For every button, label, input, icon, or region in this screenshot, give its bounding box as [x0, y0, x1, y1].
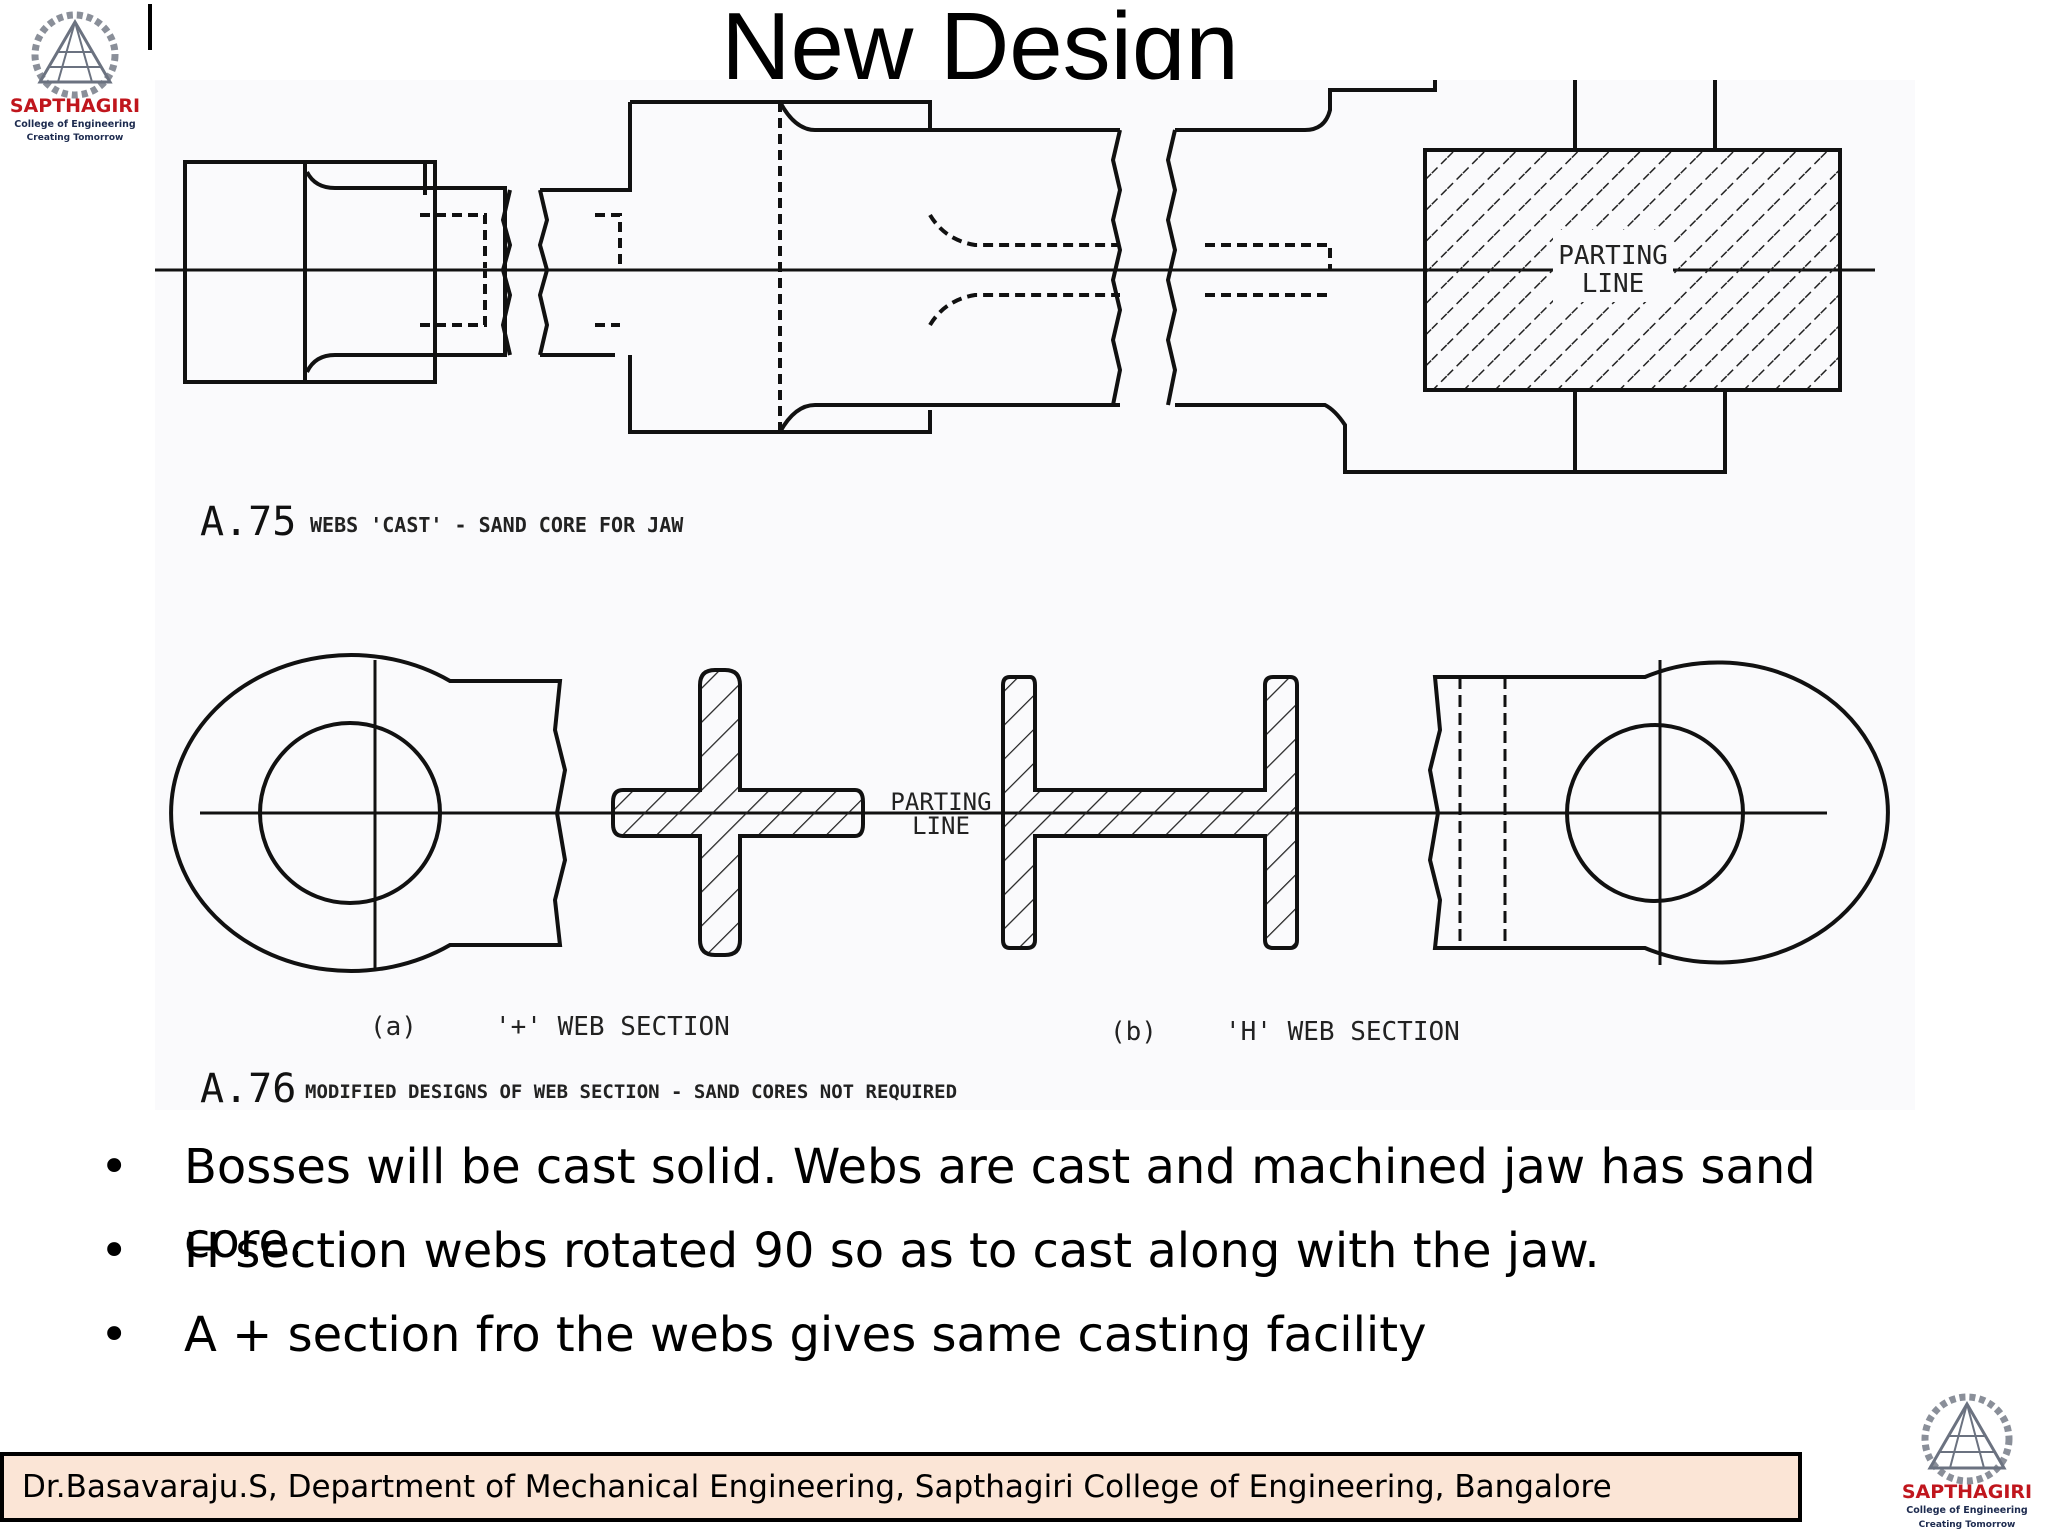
bullet-dot: •: [100, 1307, 129, 1363]
a75-caption-text: WEBS 'CAST' - SAND CORE FOR JAW: [310, 513, 684, 537]
logo-line2: Creating Tomorrow: [27, 133, 124, 143]
bullet-dot: •: [100, 1223, 129, 1279]
logo-line1: College of Engineering: [1906, 1505, 2027, 1516]
figure-a75: PARTING LINE A.75 WEBS 'CAST' - SAND COR…: [155, 80, 1875, 545]
figure-a76: PARTING LINE (a) '+' WEB SECTION (b) 'H'…: [169, 653, 1890, 1110]
a75-caption-number: A.75: [200, 499, 296, 545]
bullet-dot: •: [100, 1139, 129, 1195]
college-logo-bottom: SAPTHAGIRI College of Engineering Creati…: [1902, 1393, 2032, 1530]
a76-parting-line-2: LINE: [912, 812, 970, 840]
label-a: (a): [370, 1012, 417, 1042]
a76-parting-line-1: PARTING: [890, 788, 991, 816]
a75-parting-line-2: LINE: [1582, 269, 1645, 299]
logo-emblem-icon: [1921, 1393, 2013, 1485]
a76-caption-number: A.76: [200, 1066, 296, 1110]
label-b: (b): [1110, 1017, 1157, 1047]
logo-emblem-icon: [31, 11, 119, 99]
footer-bar: Dr.Basavaraju.S, Department of Mechanica…: [0, 1452, 1802, 1522]
engineering-drawing: PARTING LINE A.75 WEBS 'CAST' - SAND COR…: [155, 80, 1915, 1110]
bullet-item: • H section webs rotated 90 so as to cast…: [100, 1214, 1900, 1298]
bullet-item: • Bosses will be cast solid. Webs are cas…: [100, 1130, 1900, 1269]
label-a-text: '+' WEB SECTION: [495, 1012, 730, 1042]
bullet-item: • A + section fro the webs gives same cas…: [100, 1298, 1900, 1382]
bullet-list: • Bosses will be cast solid. Webs are cas…: [100, 1130, 1900, 1382]
logo-line1: College of Engineering: [14, 119, 135, 130]
bullet-text: A + section fro the webs gives same cast…: [184, 1307, 1427, 1363]
bullet-text: Bosses will be cast solid. Webs are cast…: [184, 1139, 1816, 1269]
footer-text: Dr.Basavaraju.S, Department of Mechanica…: [22, 1469, 1612, 1505]
logo-name: SAPTHAGIRI: [1902, 1481, 2032, 1503]
college-logo-top: SAPTHAGIRI College of Engineering Creati…: [10, 11, 140, 143]
corner-mark: [148, 4, 152, 50]
logo-name: SAPTHAGIRI: [10, 95, 140, 117]
label-b-text: 'H' WEB SECTION: [1225, 1017, 1460, 1047]
a75-parting-line-1: PARTING: [1558, 241, 1668, 271]
logo-line2: Creating Tomorrow: [1919, 1520, 2016, 1530]
bullet-text: H section webs rotated 90 so as to cast …: [184, 1223, 1600, 1279]
a76-caption-text: MODIFIED DESIGNS OF WEB SECTION - SAND C…: [305, 1081, 957, 1103]
